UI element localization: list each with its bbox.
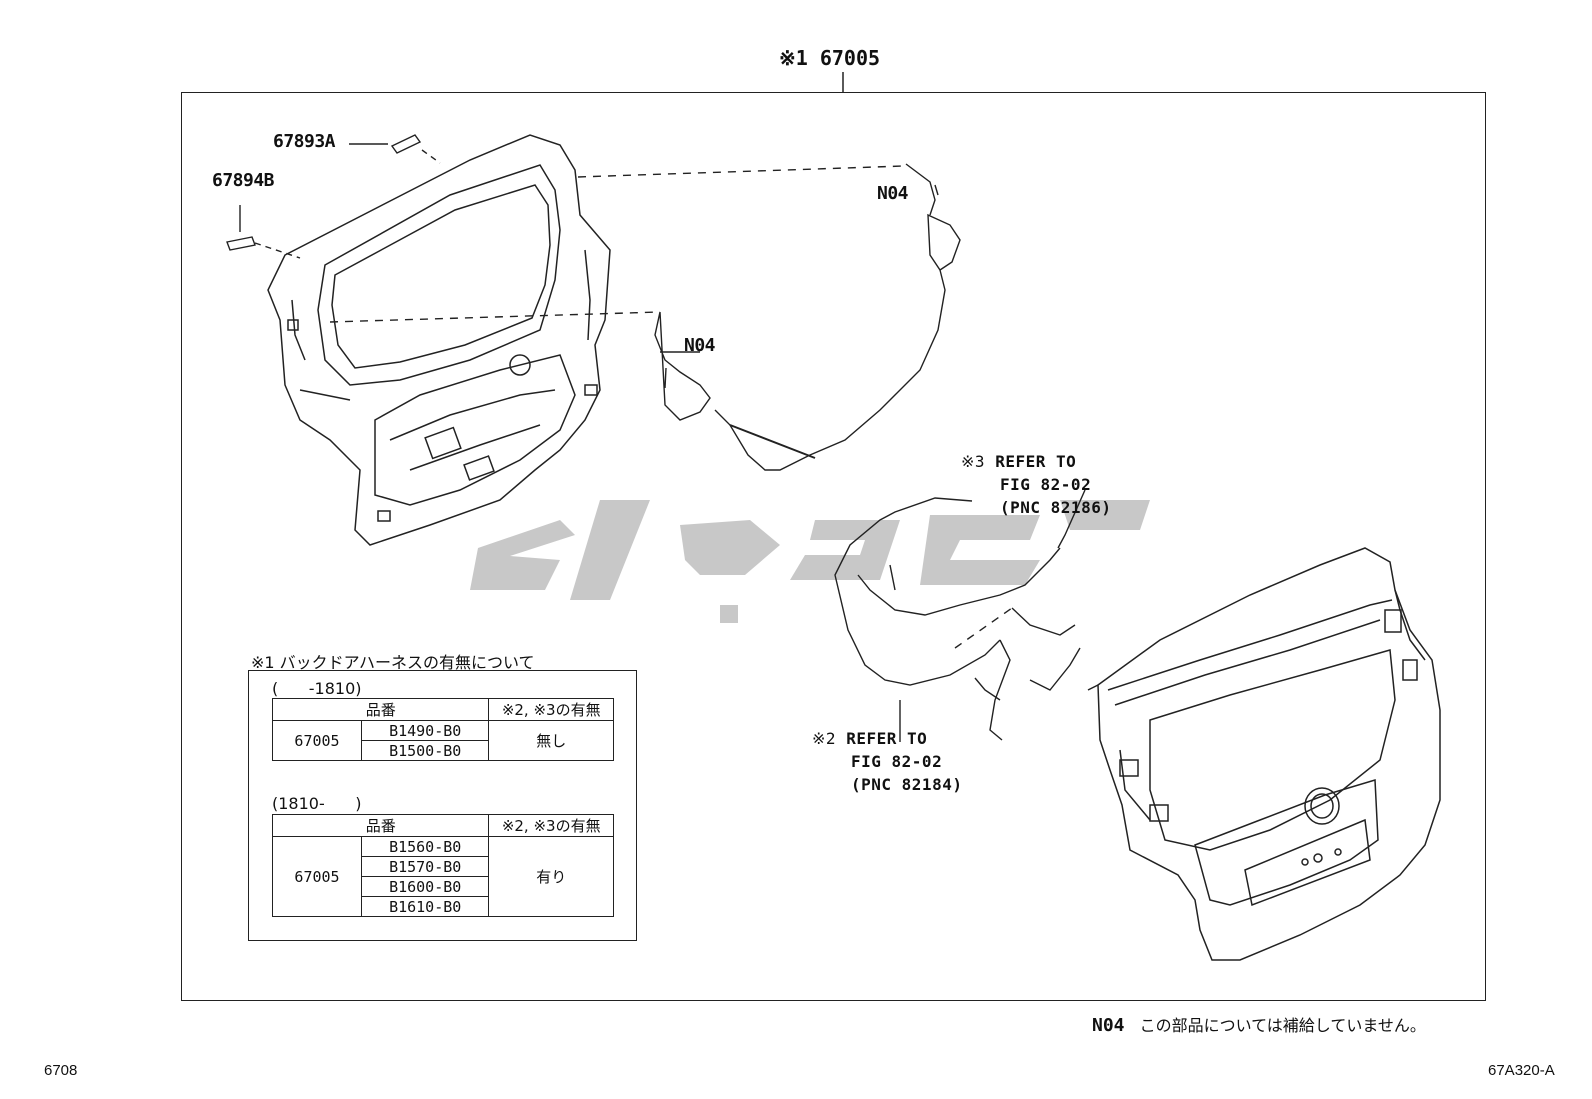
ref3-line1: REFER TO [995, 452, 1077, 471]
note-box-title: ※1 バックドアハーネスの有無について [251, 653, 535, 672]
callout-n04-upper: N04 [877, 183, 909, 204]
table1-base-partno: 67005 [272, 720, 362, 761]
back-door-outer-panel [1087, 547, 1441, 961]
callout-67893a: 67893A [273, 131, 336, 152]
ref3-line3: (PNC 82186) [1000, 498, 1112, 517]
callout-n04-middle: N04 [684, 335, 716, 356]
callout-67894b: 67894B [212, 170, 275, 191]
refer-block-2: ※2 REFER TO FIG 82-02 (PNC 82184) [812, 727, 962, 796]
table2-header-partno: 品番 [271, 814, 490, 837]
wire-harness [834, 489, 1086, 742]
table2-range: (1810- ) [272, 794, 362, 813]
back-door-inner-panel [267, 134, 611, 546]
latch-cable-assembly [654, 163, 961, 471]
part-67894b-clip [226, 236, 256, 251]
table1-code-2: B1500-B0 [360, 740, 490, 761]
table2-presence: 有り [488, 836, 614, 917]
ref3-line2: FIG 82-02 [1000, 475, 1092, 494]
table1-range: ( -1810) [272, 679, 362, 698]
table1: 品番 ※2, ※3の有無 67005 B1490-B0 無し B1500-B0 [271, 698, 614, 761]
table2-code-1: B1560-B0 [360, 836, 490, 857]
page-id-left: 6708 [44, 1062, 78, 1079]
ref2-line3: (PNC 82184) [851, 775, 963, 794]
note-box [248, 670, 637, 941]
table1-header-presence: ※2, ※3の有無 [488, 698, 614, 721]
small-parts [226, 134, 441, 259]
table2-code-4: B1610-B0 [360, 896, 490, 917]
watermark-logo [470, 500, 1150, 623]
table1-header-partno: 品番 [271, 698, 490, 721]
footnote: N04 この部品については補給していません。 [1092, 1012, 1426, 1036]
footnote-code: N04 [1092, 1015, 1125, 1036]
ref2-mark: ※2 [812, 729, 837, 748]
table2-code-3: B1600-B0 [360, 876, 490, 897]
ref3-mark: ※3 [961, 452, 986, 471]
table2-code-2: B1570-B0 [360, 856, 490, 877]
diagram-frame [181, 92, 1486, 1001]
table1-presence: 無し [488, 720, 614, 761]
table2: 品番 ※2, ※3の有無 67005 B1560-B0 有り B1570-B0 … [271, 814, 614, 917]
table2-header-presence: ※2, ※3の有無 [488, 814, 614, 837]
ref2-line1: REFER TO [846, 729, 928, 748]
table2-base-partno: 67005 [272, 836, 362, 917]
header-part-number: ※1 67005 [779, 46, 881, 70]
ref2-line2: FIG 82-02 [851, 752, 943, 771]
dashed-leaders [329, 165, 1013, 649]
refer-block-3: ※3 REFER TO FIG 82-02 (PNC 82186) [961, 450, 1111, 519]
table1-code-1: B1490-B0 [360, 720, 490, 741]
footnote-text: この部品については補給していません。 [1139, 1016, 1426, 1035]
part-67893a-clip [390, 134, 422, 154]
page-id-right: 67A320-A [1488, 1062, 1555, 1079]
